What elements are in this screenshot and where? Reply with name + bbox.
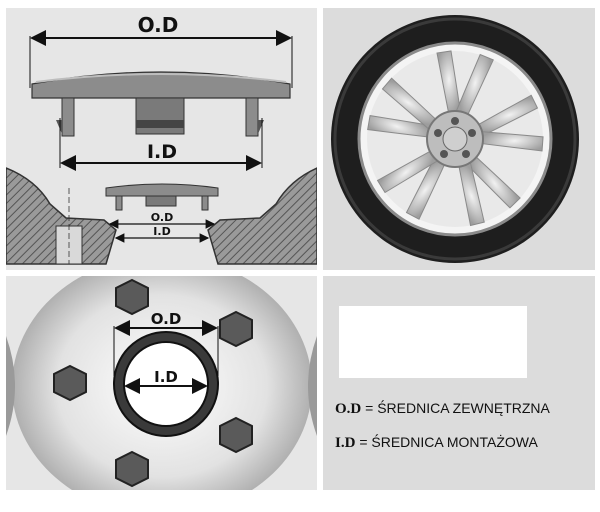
legend-od-text: = ŚREDNICA ZEWNĘTRZNA — [365, 400, 550, 416]
cap-cross-section-diagram: O.D I.D O.D I.D — [6, 13, 317, 265]
blank-white-box — [339, 306, 527, 378]
id-label-bolt: I.D — [154, 368, 178, 386]
cap-cross-section-panel: O.D I.D O.D I.D — [6, 8, 317, 270]
rim-section-right — [207, 167, 317, 265]
id-label-small: I.D — [153, 225, 170, 238]
id-label: I.D — [147, 141, 177, 163]
bolt-pattern-diagram: O.D I.D — [6, 276, 317, 490]
wheel-image — [331, 15, 579, 263]
lug-nuts — [434, 117, 476, 158]
wheel-photo-panel — [323, 8, 595, 270]
rim-spokes — [367, 50, 544, 227]
lug-nut — [115, 278, 149, 316]
legend-panel: O.D = ŚREDNICA ZEWNĘTRZNA I.D = ŚREDNICA… — [323, 276, 595, 490]
od-label: O.D — [138, 13, 179, 37]
lug-nut — [115, 450, 149, 488]
od-label-small: O.D — [151, 211, 173, 224]
left-clip — [61, 97, 75, 137]
legend-id-text: = ŚREDNICA MONTAŻOWA — [359, 434, 538, 450]
lug-nut — [53, 364, 87, 402]
legend-od-line: O.D = ŚREDNICA ZEWNĘTRZNA — [335, 400, 550, 418]
legend-id-abbr: I.D — [335, 435, 356, 451]
lug-nut — [219, 416, 253, 454]
legend-id-line: I.D = ŚREDNICA MONTAŻOWA — [335, 434, 538, 452]
center-bore — [442, 126, 468, 152]
center-post — [135, 97, 185, 135]
bolt-pattern-panel: O.D I.D — [6, 276, 317, 490]
lug-nut-group — [53, 278, 253, 488]
rim-section-left — [6, 167, 117, 265]
cap-dome — [31, 71, 291, 99]
right-clip — [245, 97, 259, 137]
lug-nut — [219, 310, 253, 348]
od-label-bolt: O.D — [151, 310, 182, 328]
legend-od-abbr: O.D — [335, 401, 362, 417]
